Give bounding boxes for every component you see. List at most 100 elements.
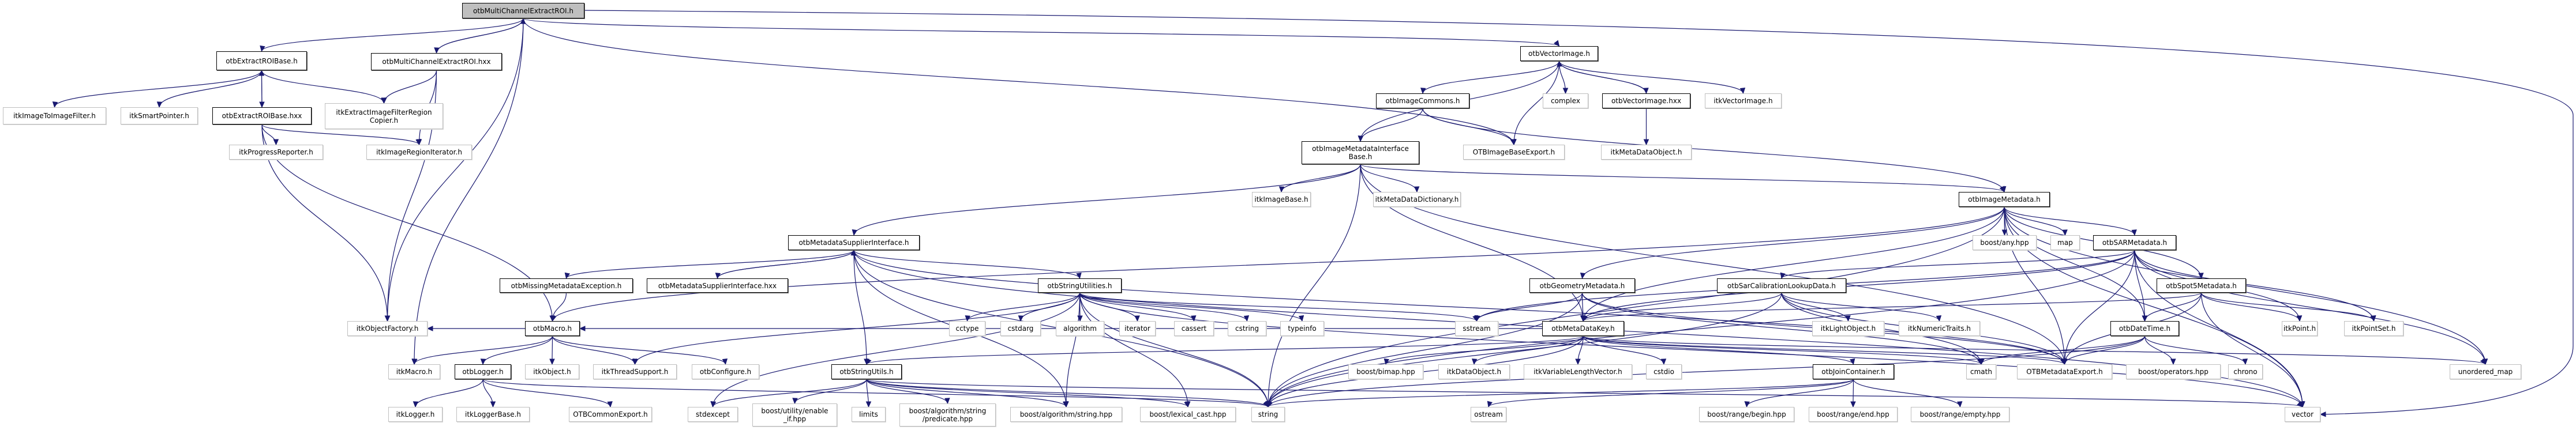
edge-logger-ce	[482, 379, 611, 407]
graph-node-pt: itkPoint.h	[2282, 321, 2318, 336]
edge-dt-cmath	[1981, 335, 2146, 365]
edge-sutils-lexcast	[866, 379, 1188, 407]
edge-scld-lo	[1781, 292, 1849, 322]
graph-node-macro[interactable]: otbMacro.h	[525, 321, 580, 336]
arrowhead-mdk-sutils	[866, 358, 872, 365]
arrowhead-gm-sstream	[1474, 315, 1480, 322]
edge-su-bstr	[1066, 292, 1081, 407]
graph-node-itkvi: itkVectorImage.h	[1705, 93, 1782, 108]
edge-spot5-pt	[2200, 292, 2300, 322]
arrowhead-erb-itoi	[52, 101, 58, 108]
graph-node-cstdio: cstdio	[1646, 364, 1682, 379]
graph-node-jc[interactable]: otbJoinContainer.h	[1813, 364, 1894, 379]
graph-node-cstring: cstring	[1228, 321, 1266, 336]
arrowhead-jc-rempty	[1957, 401, 1963, 408]
graph-node-iri: itkImageRegionIterator.h	[366, 145, 472, 160]
graph-node-dt[interactable]: otbDateTime.h	[2110, 321, 2179, 336]
graph-node-stdexcept: stdexcept	[688, 407, 738, 422]
arrowhead-erb-eifrc	[381, 97, 387, 104]
edge-imib-string	[1268, 164, 1361, 407]
graph-node-erbhxx[interactable]: otbExtractROIBase.hxx	[212, 107, 312, 124]
graph-node-su[interactable]: otbStringUtilities.h	[1038, 278, 1122, 293]
graph-node-map: map	[2050, 235, 2080, 250]
edge-su-stdexcept	[712, 292, 1081, 407]
arrowhead-jc-string	[1268, 401, 1273, 408]
edge-jc-rempty	[1853, 379, 1961, 407]
graph-node-sutils[interactable]: otbStringUtils.h	[831, 364, 902, 379]
arrowhead-su-cstdarg	[1018, 315, 1024, 322]
arrowhead-im-sar	[2131, 229, 2137, 236]
edge-gm-sstream	[1476, 292, 1583, 322]
graph-node-mdo: itkMetaDataObject.h	[1601, 145, 1692, 160]
graph-node-ic[interactable]: otbImageCommons.h	[1376, 93, 1469, 108]
arrowhead-jc-rbegin	[1744, 401, 1750, 408]
graph-node-gm[interactable]: otbGeometryMetadata.h	[1529, 278, 1635, 293]
edge-root-of	[387, 18, 524, 322]
arrowhead-vih-itkvi	[1739, 88, 1746, 95]
graph-node-mme[interactable]: otbMissingMetadataException.h	[500, 278, 633, 293]
edge-imib-ib	[1281, 164, 1361, 193]
edge-erbhxx-iri	[261, 124, 420, 145]
graph-node-mdk[interactable]: otbMetaDataKey.h	[1542, 321, 1624, 336]
edge-logger-itklogger	[415, 379, 483, 407]
graph-node-root[interactable]: otbMultiChannelExtractROI.h	[462, 3, 584, 18]
arrowhead-dt-chrono	[2242, 358, 2248, 365]
edge-erb-itoi	[54, 70, 263, 108]
graph-node-mcehxx[interactable]: otbMultiChannelExtractROI.hxx	[371, 53, 502, 70]
graph-node-conf: otbConfigure.h	[692, 364, 759, 379]
edge-mcehxx-root	[436, 18, 524, 54]
arrowhead-scld-mdk	[1581, 315, 1587, 322]
edge-erbhxx-of	[261, 124, 388, 322]
edge-sutils-stdexcept	[712, 379, 867, 407]
arrowhead-mdk-macro	[579, 326, 586, 331]
graph-node-imib[interactable]: otbImageMetadataInterface Base.h	[1302, 141, 1419, 164]
graph-node-vlv: itkVariableLengthVector.h	[1524, 364, 1632, 379]
graph-node-erb[interactable]: otbExtractROIBase.h	[216, 51, 307, 70]
graph-node-cstdarg: cstdarg	[1000, 321, 1041, 336]
edge-sutils-enableif	[794, 379, 867, 404]
graph-node-sp: itkSmartPointer.h	[121, 107, 198, 124]
graph-node-msi[interactable]: otbMetadataSupplierInterface.h	[788, 235, 920, 250]
edge-erbhxx-pr	[261, 124, 277, 145]
graph-node-nt: itkNumericTraits.h	[1899, 321, 1980, 336]
edge-su-vector	[1079, 292, 2303, 407]
edge-root-vih	[523, 18, 1560, 47]
arrowhead-scld-nt	[1936, 315, 1942, 322]
graph-node-mde: OTBMetadataExport.h	[2017, 364, 2112, 379]
arrowhead-erbhxx-iri	[415, 138, 421, 146]
edge-imib-im	[1360, 164, 2005, 193]
arrowhead-imib-im	[1999, 186, 2005, 193]
graph-node-bany: boost/any.hpp	[1973, 235, 2037, 250]
edge-su-string	[1079, 292, 1269, 407]
graph-node-msihxx[interactable]: otbMetadataSupplierInterface.hxx	[647, 278, 788, 293]
graph-node-algorithm: algorithm	[1056, 321, 1104, 336]
graph-node-im[interactable]: otbImageMetadata.h	[1959, 192, 2050, 207]
edge-macro-conf	[552, 335, 726, 365]
arrowhead-sutils-vector	[2296, 401, 2303, 407]
edge-im-map	[2004, 206, 2066, 236]
edge-jc-string	[1268, 379, 1854, 407]
edge-ic-imib	[1360, 108, 1423, 142]
graph-node-sar[interactable]: otbSARMetadata.h	[2093, 235, 2176, 250]
graph-node-chrono: chrono	[2228, 364, 2263, 379]
edge-spot5-ps	[2200, 292, 2375, 322]
arrowhead-sutils-pred	[944, 398, 950, 405]
graph-node-vih[interactable]: otbVectorImage.h	[1520, 46, 1598, 61]
graph-node-scld[interactable]: otbSarCalibrationLookupData.h	[1717, 278, 1846, 293]
edge-scld-string	[1268, 292, 1782, 407]
arrowhead-im-gm	[1580, 273, 1586, 280]
edge-ic-im	[1422, 108, 2005, 193]
graph-node-logger[interactable]: otbLogger.h	[455, 364, 511, 379]
edge-sutils-string	[866, 379, 1269, 407]
arrowhead-erbhxx-of	[384, 315, 391, 322]
arrowhead-su-iterator	[1134, 315, 1140, 322]
arrowhead-vih-ic	[1420, 88, 1426, 95]
arrowhead-msihxx-msi	[850, 249, 856, 256]
graph-node-spot5[interactable]: otbSpot5Metadata.h	[2157, 278, 2246, 293]
graph-node-ce: OTBCommonExport.h	[569, 407, 652, 422]
edge-dt-chrono	[2144, 335, 2246, 365]
graph-node-vihxx[interactable]: otbVectorImage.hxx	[1602, 93, 1690, 108]
edge-imib-msi	[853, 164, 1361, 236]
edge-sutils-bstr	[866, 379, 1067, 407]
